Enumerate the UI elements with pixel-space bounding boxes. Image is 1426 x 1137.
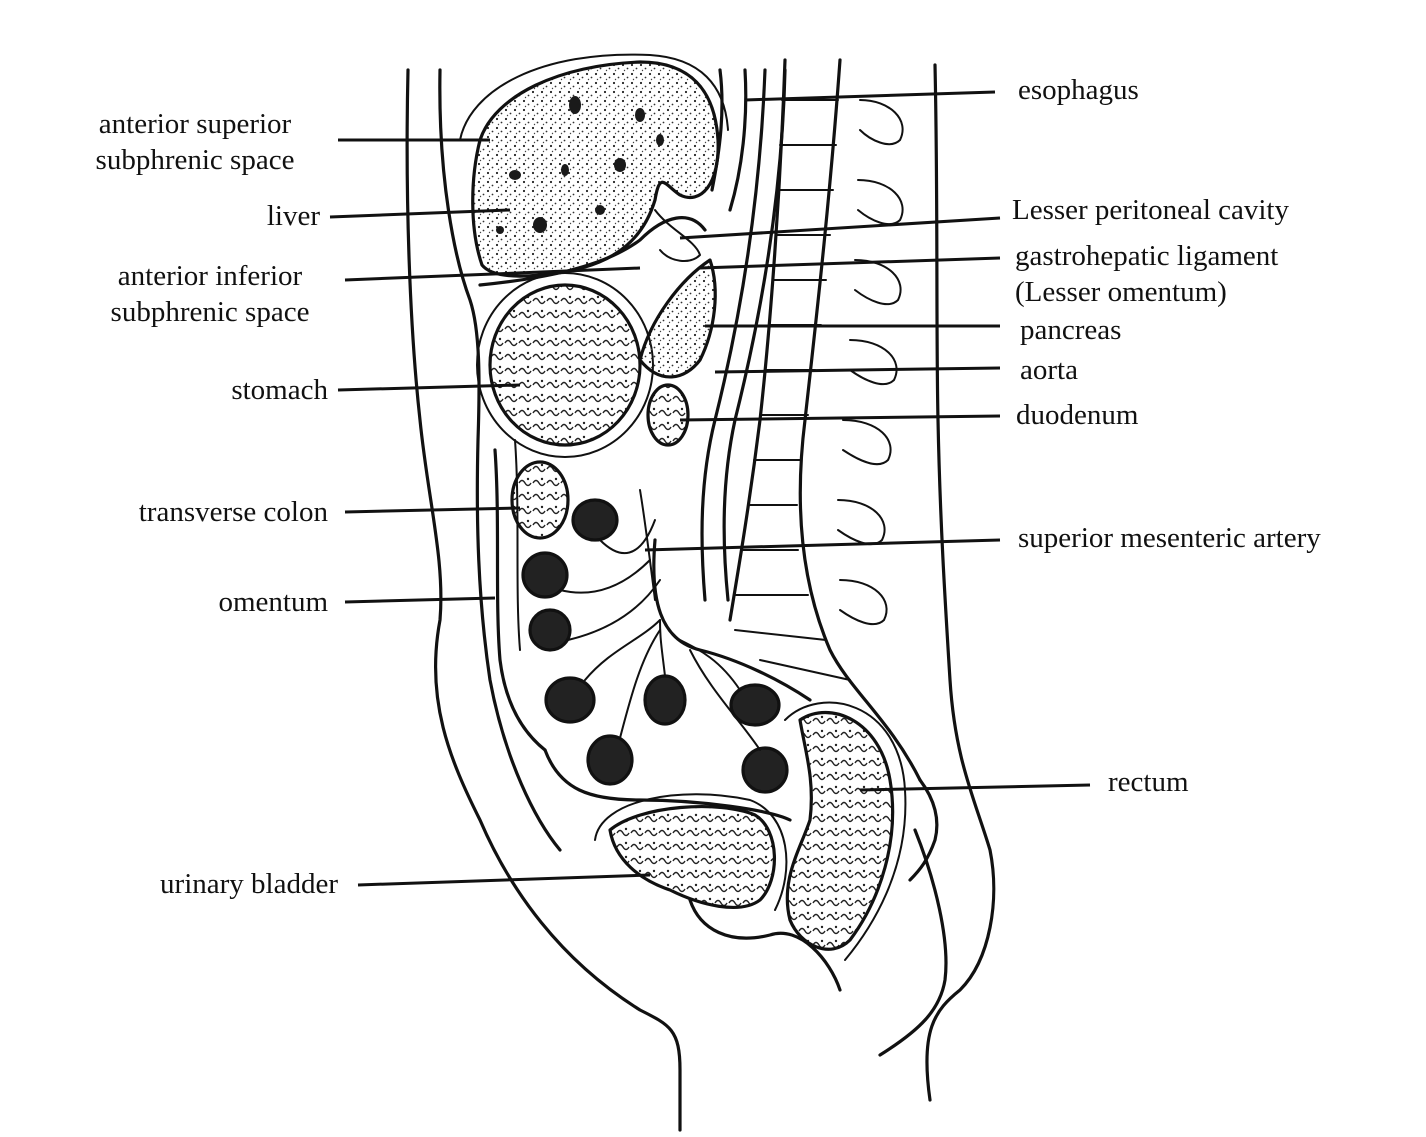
label-lesser-peritoneal-cavity: Lesser peritoneal cavity [1012,194,1289,226]
mesentery-inner [639,489,656,601]
lesser-sac-outline [654,209,701,262]
leader-anterior-inferior [344,266,641,282]
leader-rectum [859,783,1091,792]
label-anterior-superior-line1: anterior superior [98,108,292,140]
label-liver: liver [266,200,320,232]
spinous-processes [837,99,904,626]
anterior-abdominal-wall-inner [438,68,562,852]
mesentery [652,538,812,702]
leader-duodenum [679,414,1001,422]
label-aorta: aorta [1020,354,1078,386]
aorta-vessel [700,68,767,602]
greater-omentum-inner [514,439,521,651]
label-esophagus: esophagus [1018,74,1139,106]
leader-urinary-bladder [357,873,651,887]
leader-aorta [714,366,1001,374]
label-anterior-inferior-subphrenic-space: anterior inferior subphrenic space [80,258,340,330]
leader-liver [329,208,511,219]
leader-omentum [344,596,496,604]
label-transverse-colon: transverse colon [138,496,328,528]
liver-capsule [459,53,729,141]
label-gastrohepatic-line2: (Lesser omentum) [1015,276,1227,308]
anterior-abdominal-wall [405,68,682,1132]
label-anterior-inferior-line2: subphrenic space [110,296,310,328]
rectum-shape [785,710,895,951]
leader-lines [329,90,1091,887]
esophagus-tube-2 [728,68,748,212]
leader-stomach [337,383,521,392]
small-intestine-loops [521,498,789,794]
leader-transverse-colon [344,506,521,514]
lesser-omentum-fold [478,216,707,287]
label-omentum: omentum [218,586,328,618]
duodenum-shape [646,383,690,447]
coccyx [908,778,939,882]
label-rectum: rectum [1108,766,1189,798]
transverse-colon-shape [510,460,570,540]
label-anterior-superior-line2: subphrenic space [95,144,295,176]
leader-superior-mesenteric-artery [644,538,1001,552]
pelvic-floor [688,898,842,992]
label-stomach: stomach [231,374,328,406]
spine-anterior [728,58,787,622]
leader-esophagus [744,90,996,102]
peritoneum-lower [543,748,792,822]
posterior-back-wall-inner [878,828,948,1057]
label-anterior-inferior-line1: anterior inferior [117,260,303,292]
label-anterior-superior-subphrenic-space: anterior superior subphrenic space [60,106,330,178]
stomach-shape [488,283,642,447]
label-gastrohepatic-ligament: gastrohepatic ligament (Lesser omentum) [1015,238,1278,310]
leader-lesser-peritoneal-cavity [679,216,1001,240]
label-duodenum: duodenum [1016,399,1139,431]
liver-specks [496,96,664,234]
pancreas-shape [638,258,717,379]
spine-posterior [798,58,922,782]
label-gastrohepatic-line1: gastrohepatic ligament [1015,240,1279,272]
vertebrae [734,99,851,681]
leader-gastrohepatic [699,256,1001,270]
label-pancreas: pancreas [1020,314,1122,346]
urinary-bladder-shape [608,804,777,909]
bladder-wall [594,793,788,911]
label-superior-mesenteric-artery: superior mesenteric artery [1018,522,1321,554]
esophagus-tube [710,68,724,192]
label-urinary-bladder: urinary bladder [160,868,338,900]
liver-shape [471,60,720,278]
